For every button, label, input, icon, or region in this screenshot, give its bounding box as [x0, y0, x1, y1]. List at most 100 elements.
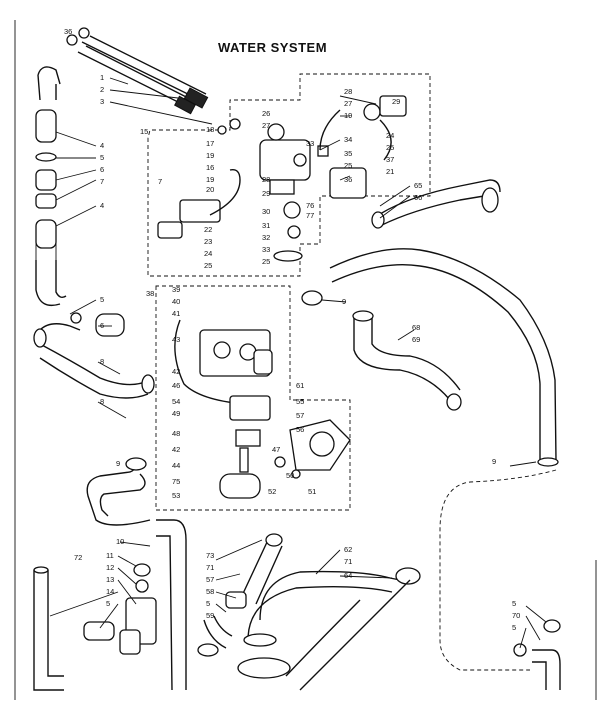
- label-part: 27: [262, 121, 270, 130]
- label-part: 30: [262, 207, 270, 216]
- label-part: 54: [172, 397, 180, 406]
- label-part: 5: [512, 623, 516, 632]
- label-part: 43: [172, 335, 180, 344]
- label-part: 25: [386, 143, 394, 152]
- label-part: 70: [512, 611, 520, 620]
- hose-68-69: [329, 248, 559, 467]
- label-part: 5: [206, 599, 210, 608]
- hose-65-66: [371, 179, 501, 229]
- label-part: 3: [100, 97, 104, 106]
- label-part: 36: [64, 27, 72, 36]
- left-hose-lower: [33, 312, 155, 399]
- label-part: 59: [206, 611, 214, 620]
- label-part: 71: [206, 563, 214, 572]
- label-part: 12: [106, 563, 114, 572]
- inlet-hose-assembly: [66, 27, 209, 115]
- label-part: 29: [392, 97, 400, 106]
- label-part: 37: [386, 155, 394, 164]
- label-part: 9: [116, 459, 120, 468]
- label-part: 4: [100, 201, 104, 210]
- label-part: 6: [100, 321, 104, 330]
- label-part: 19: [206, 175, 214, 184]
- label-part: 42: [172, 367, 180, 376]
- part-labels: 36 1 2 3 4 5 6 7 4 15 18 17 19 16 19 20 …: [64, 27, 520, 632]
- label-part: 29: [262, 189, 270, 198]
- label-part: 23: [204, 237, 212, 246]
- label-part: 56: [296, 425, 304, 434]
- label-part: 6: [100, 165, 104, 174]
- label-part: 15: [140, 127, 148, 136]
- bottom-left-tee: [33, 563, 157, 691]
- tub-hose: [237, 567, 421, 691]
- label-part: 25: [344, 161, 352, 170]
- label-part: 1: [100, 73, 104, 82]
- label-part: 39: [172, 285, 180, 294]
- label-part: 33: [262, 245, 270, 254]
- label-part: 72: [74, 553, 82, 562]
- label-part: 49: [172, 409, 180, 418]
- label-part: 31: [262, 221, 270, 230]
- label-part: 41: [172, 309, 180, 318]
- label-part: 38: [146, 289, 154, 298]
- label-part: 32: [262, 233, 270, 242]
- label-part: 46: [172, 381, 180, 390]
- label-part: 24: [386, 131, 394, 140]
- label-part: 7: [158, 177, 162, 186]
- label-part: 66: [414, 193, 422, 202]
- label-part: 20: [206, 185, 214, 194]
- label-part: 35: [344, 149, 352, 158]
- label-part: 47: [272, 445, 280, 454]
- label-part: 5: [512, 599, 516, 608]
- label-part: 25: [262, 257, 270, 266]
- label-part: 5: [100, 153, 104, 162]
- label-part: 8: [100, 357, 104, 366]
- label-part: 17: [206, 139, 214, 148]
- middle-valve-box: [155, 285, 351, 511]
- label-part: 7: [100, 177, 104, 186]
- hose-8-lower: [86, 457, 187, 691]
- label-part: 64: [344, 571, 352, 580]
- label-part: 14: [106, 587, 114, 596]
- label-part: 52: [268, 487, 276, 496]
- label-part: 18: [206, 125, 214, 134]
- water-valve-upper: [157, 95, 407, 262]
- label-part: 58: [206, 587, 214, 596]
- label-part: 71: [344, 557, 352, 566]
- label-part: 44: [172, 461, 180, 470]
- label-part: 57: [206, 575, 214, 584]
- label-part: 5: [106, 599, 110, 608]
- label-part: 24: [204, 249, 212, 258]
- label-part: 21: [386, 167, 394, 176]
- left-drain-hose: [35, 66, 67, 307]
- label-part: 2: [100, 85, 104, 94]
- label-part: 51: [308, 487, 316, 496]
- label-part: 26: [262, 109, 270, 118]
- label-part: 57: [296, 411, 304, 420]
- label-part: 5: [100, 295, 104, 304]
- label-part: 61: [296, 381, 304, 390]
- label-part: 53: [172, 491, 180, 500]
- leader-lines: [49, 77, 547, 649]
- label-part: 69: [412, 335, 420, 344]
- upper-valve-box: [147, 73, 431, 277]
- water-valve-middle: [174, 319, 351, 499]
- label-part: 25: [204, 261, 212, 270]
- label-part: 9: [342, 297, 346, 306]
- bottom-right-hose: [439, 469, 561, 690]
- label-part: 34: [344, 135, 352, 144]
- hose-9-center: [301, 290, 347, 306]
- label-part: 11: [106, 551, 114, 560]
- label-part: 62: [344, 545, 352, 554]
- label-part: 76: [306, 201, 314, 210]
- diagram-title: WATER SYSTEM: [218, 40, 327, 55]
- center-bottom-fittings: [197, 533, 283, 657]
- label-part: 50: [286, 471, 294, 480]
- label-part: 48: [172, 429, 180, 438]
- label-part: 13: [106, 575, 114, 584]
- label-part: 68: [412, 323, 420, 332]
- label-part: 28: [262, 175, 270, 184]
- label-part: 55: [296, 397, 304, 406]
- label-part: 65: [414, 181, 422, 190]
- label-part: 28: [344, 87, 352, 96]
